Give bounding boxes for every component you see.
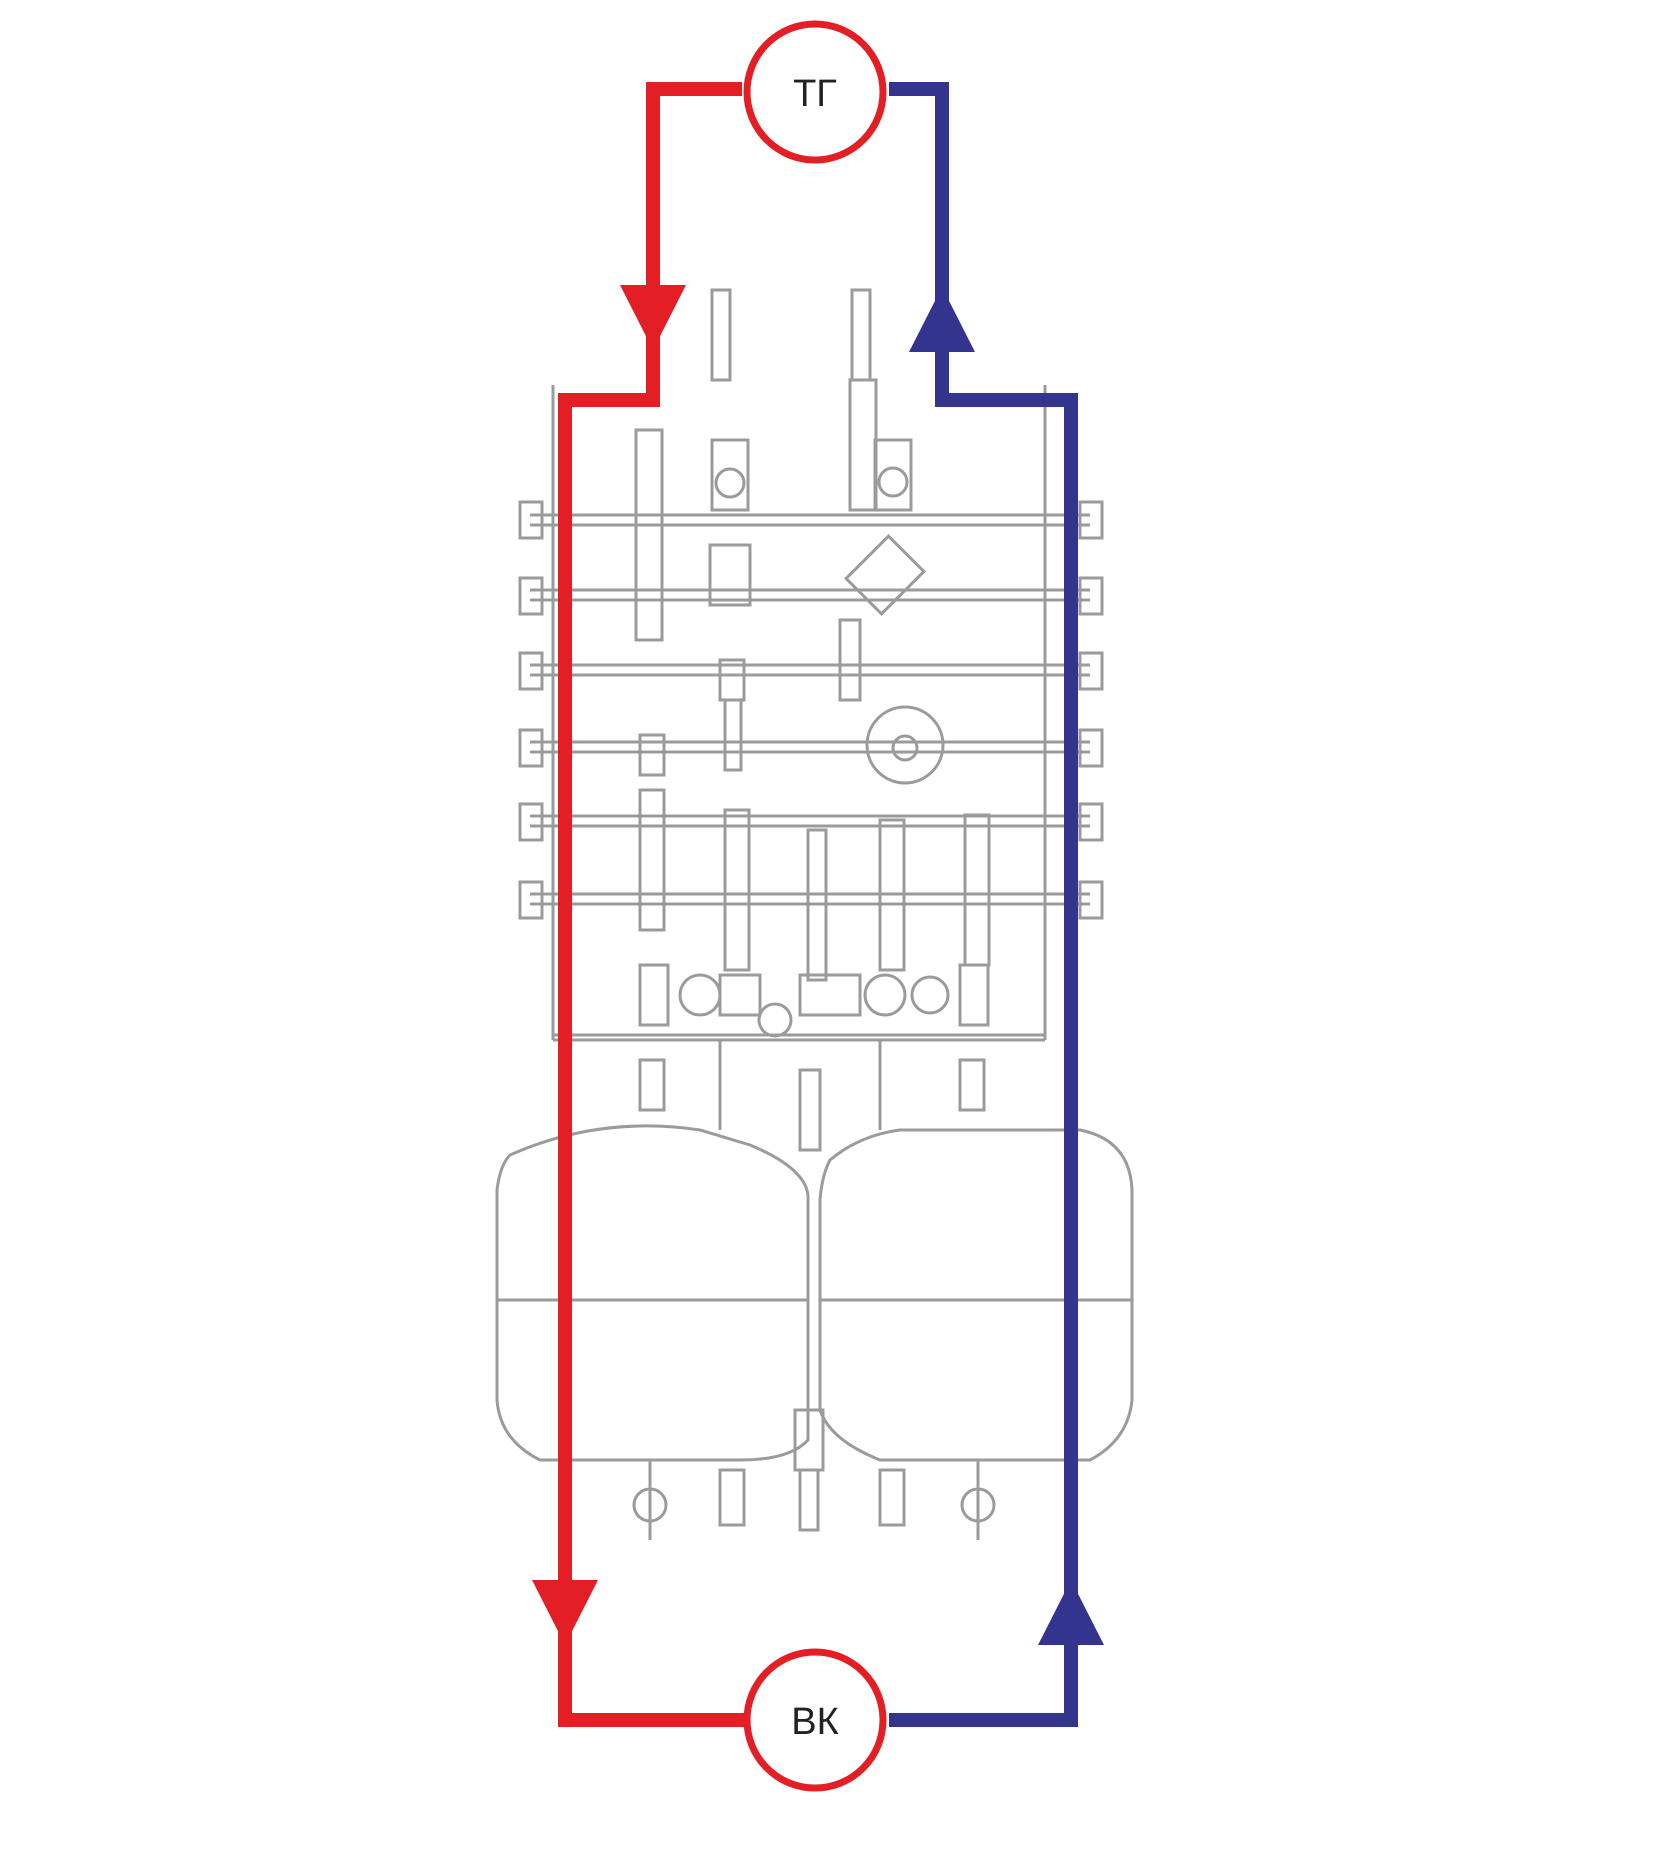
supply-flow-arrow-bottom <box>532 1580 598 1645</box>
tank-right <box>818 1128 1134 1462</box>
return-loop <box>889 82 1104 1727</box>
rail-6 <box>518 880 1104 920</box>
return-flow-arrow-top <box>909 287 975 352</box>
node-top-circle <box>743 20 887 164</box>
return-flow-arrow-bottom <box>1038 1580 1104 1645</box>
return-pipe-line <box>889 82 1078 1727</box>
node-top-label: ТГ <box>793 73 837 115</box>
node-bottom-label: ВК <box>791 1701 838 1743</box>
supply-flow-arrow-top <box>620 285 686 350</box>
rail-3 <box>518 651 1104 691</box>
tank-left <box>495 1124 810 1462</box>
node-bottom: ВК <box>743 1648 887 1792</box>
node-top: ТГ <box>743 20 887 164</box>
equipment-schematic <box>495 288 1134 1540</box>
node-bottom-circle <box>743 1648 887 1792</box>
rail-5 <box>518 802 1104 842</box>
rail-2 <box>518 576 1104 616</box>
rail-1 <box>518 500 1104 540</box>
supply-loop <box>532 82 747 1727</box>
supply-pipe-line <box>558 82 747 1727</box>
rail-4 <box>518 728 1104 768</box>
